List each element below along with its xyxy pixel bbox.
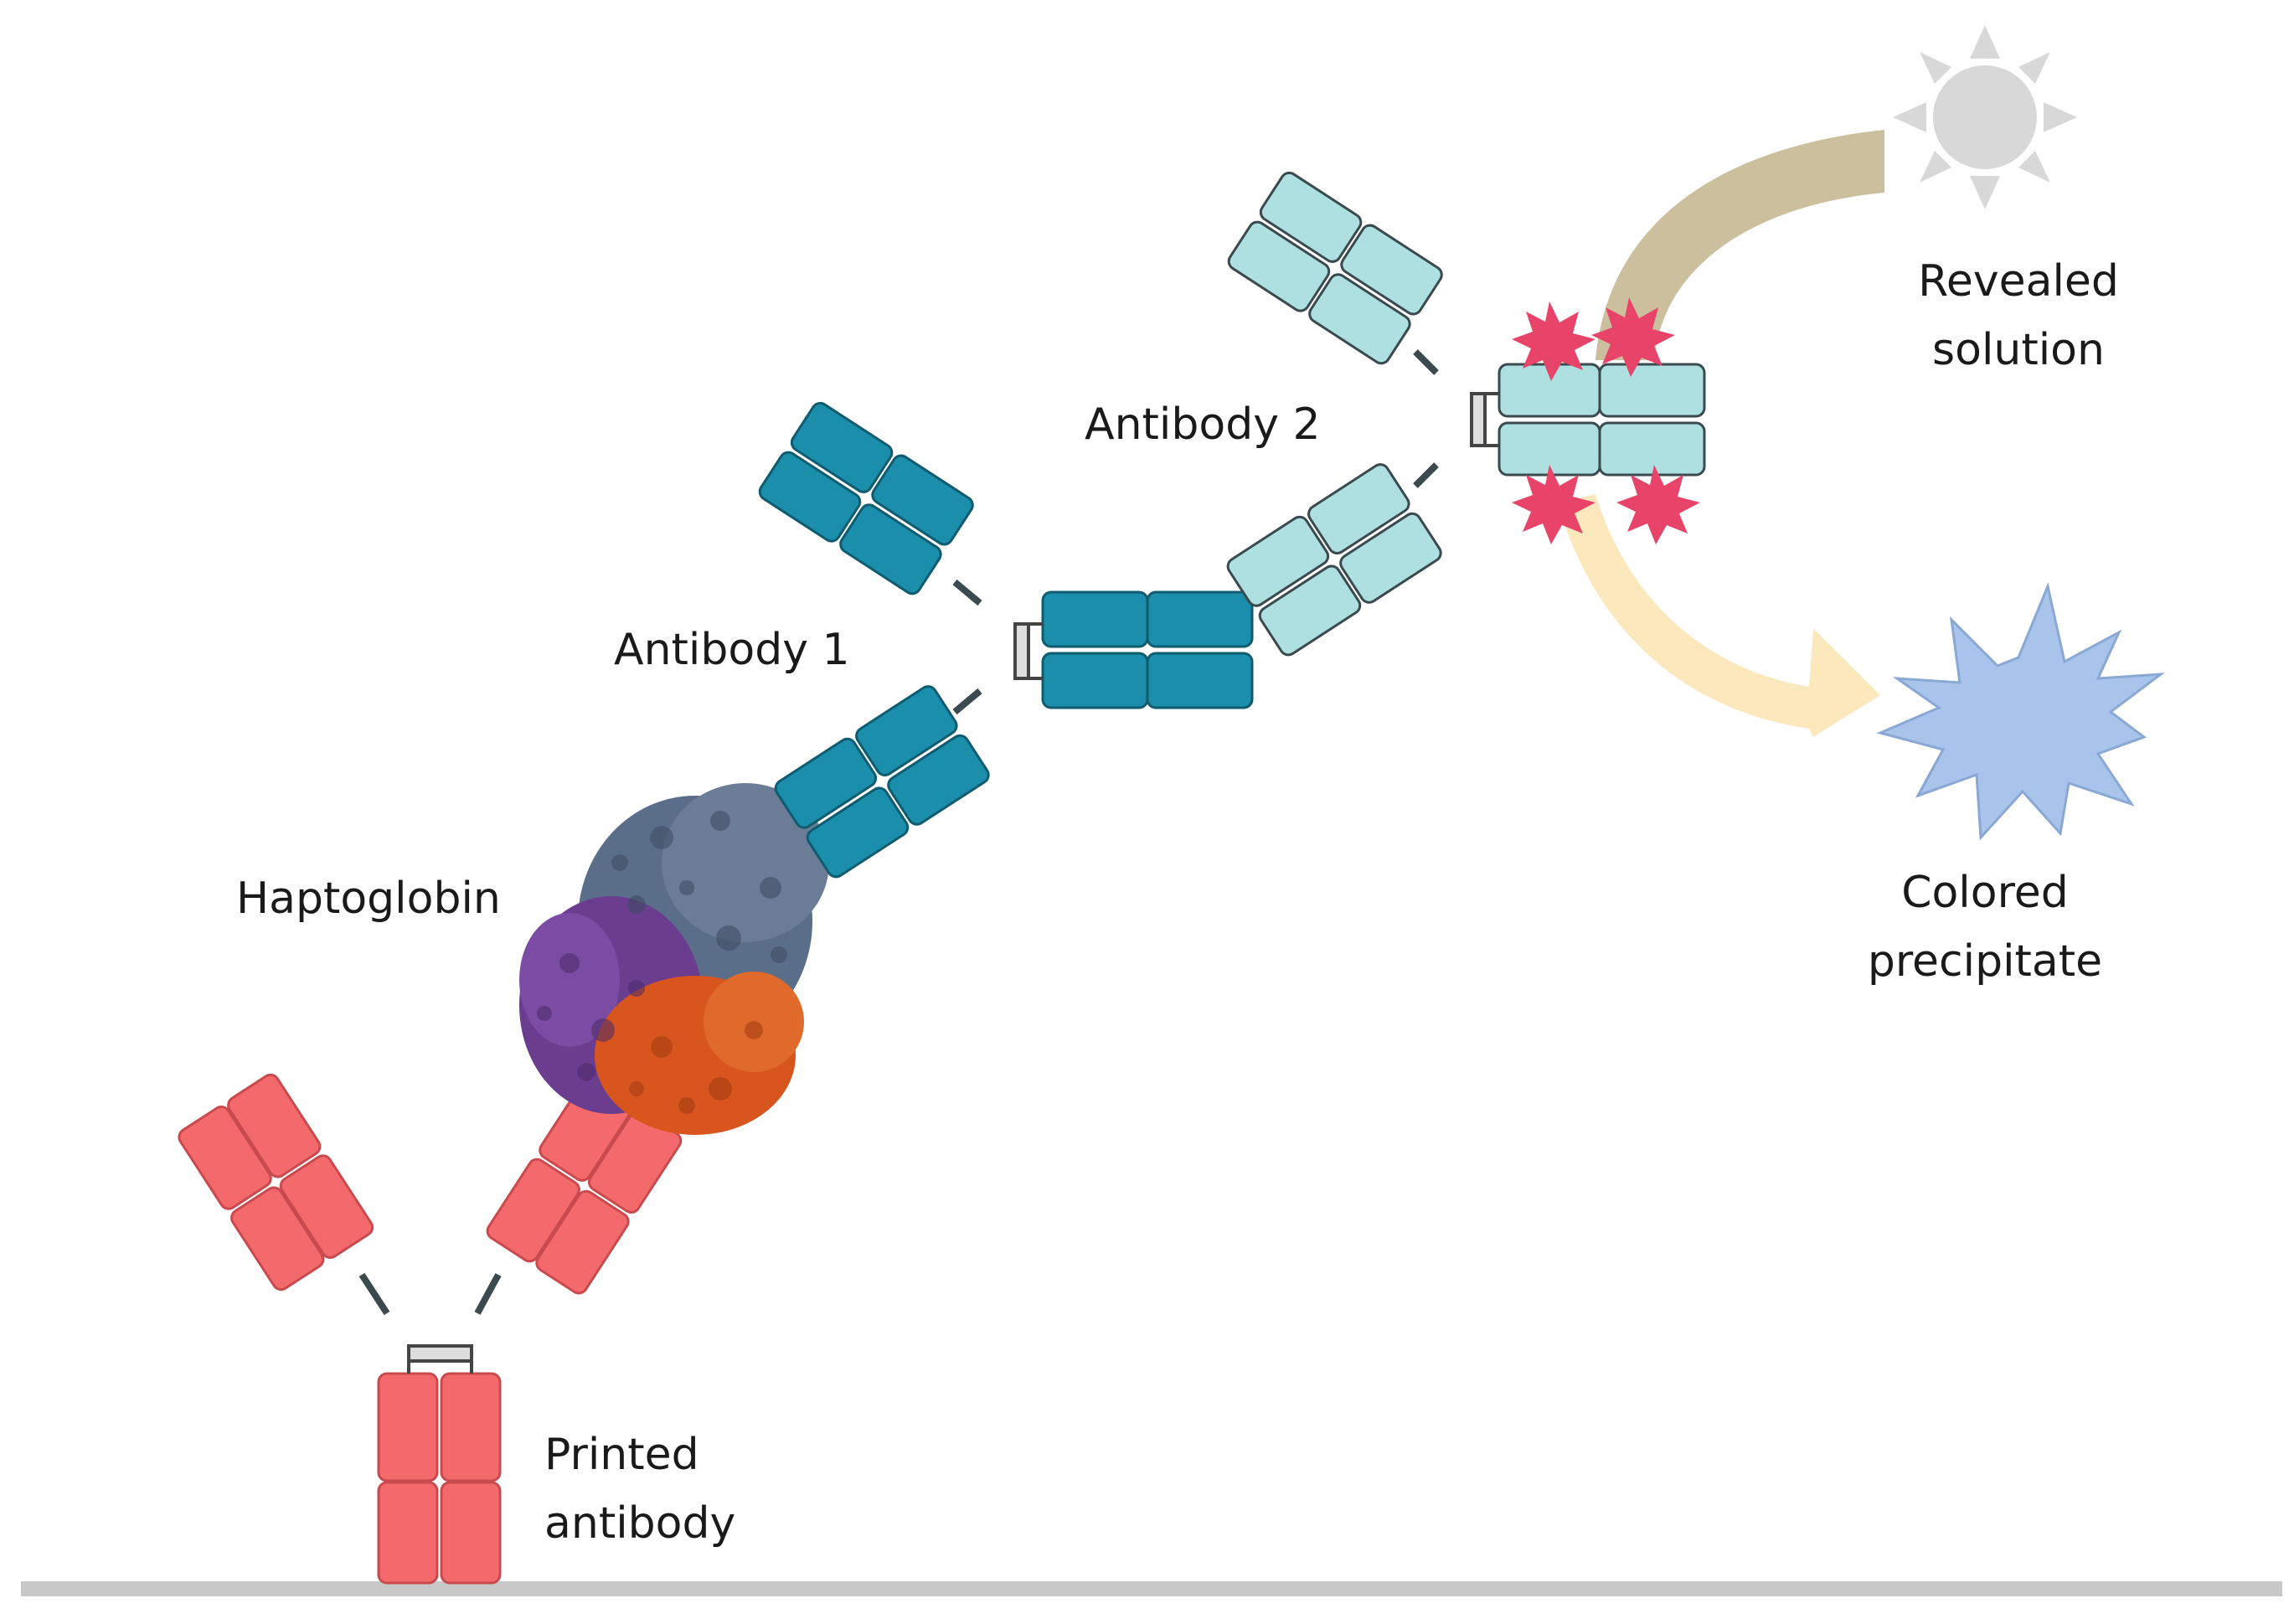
printed-antibody-stem [377, 1372, 502, 1585]
precipitate-arrow [1558, 494, 1880, 737]
printed-antibody-hinge [407, 1344, 473, 1374]
label-printed-antibody-line2: antibody [544, 1498, 736, 1549]
enzyme-star-icon [1616, 465, 1700, 544]
label-haptoglobin-text: Haptoglobin [236, 874, 501, 924]
haptoglobin-protein [519, 783, 829, 1135]
label-revealed-solution-line2: solution [1932, 325, 2105, 375]
antibody-1-lower-arm [774, 685, 990, 879]
label-printed-antibody-line1: Printed [544, 1430, 699, 1480]
label-colored-precipitate-line2: precipitate [1867, 936, 2103, 987]
antibody-2-stem [1498, 363, 1706, 477]
label-haptoglobin: Haptoglobin [236, 864, 501, 933]
antibody-2-hinge [1470, 392, 1499, 447]
label-antibody-1: Antibody 1 [614, 616, 850, 684]
antibody-1 [758, 401, 1254, 879]
label-antibody-2-text: Antibody 2 [1085, 400, 1321, 450]
antibody-2-upper-arm [1227, 171, 1443, 365]
revealed-solution-arrow [1595, 130, 1884, 360]
enzyme-star-icon [1512, 302, 1595, 381]
substrate-surface [21, 1581, 2282, 1596]
antibody-1-hinge [1013, 622, 1043, 680]
label-antibody-2: Antibody 2 [1085, 390, 1321, 459]
precipitate-burst-icon [1876, 582, 2165, 841]
antibody-1-stem [1041, 590, 1254, 709]
enzyme-star-icon [1591, 297, 1675, 377]
sun-icon [1893, 25, 2077, 209]
enzyme-star-icon [1512, 465, 1595, 544]
antibody-2 [1226, 171, 1706, 657]
label-colored-precipitate: Colored precipitate [1851, 858, 2119, 996]
label-revealed-solution: Revealed solution [1905, 247, 2132, 384]
printed-antibody-right-arm [486, 1077, 683, 1295]
label-colored-precipitate-line1: Colored [1901, 868, 2069, 918]
printed-antibody-left-arm [178, 1073, 374, 1291]
label-printed-antibody: Printed antibody [544, 1420, 735, 1558]
label-antibody-1-text: Antibody 1 [614, 625, 850, 675]
enzyme-markers [1512, 297, 1700, 544]
printed-antibody [178, 1073, 683, 1585]
label-revealed-solution-line1: Revealed [1918, 256, 2119, 307]
antibody-2-lower-arm [1226, 463, 1442, 657]
antibody-1-upper-arm [758, 401, 974, 595]
